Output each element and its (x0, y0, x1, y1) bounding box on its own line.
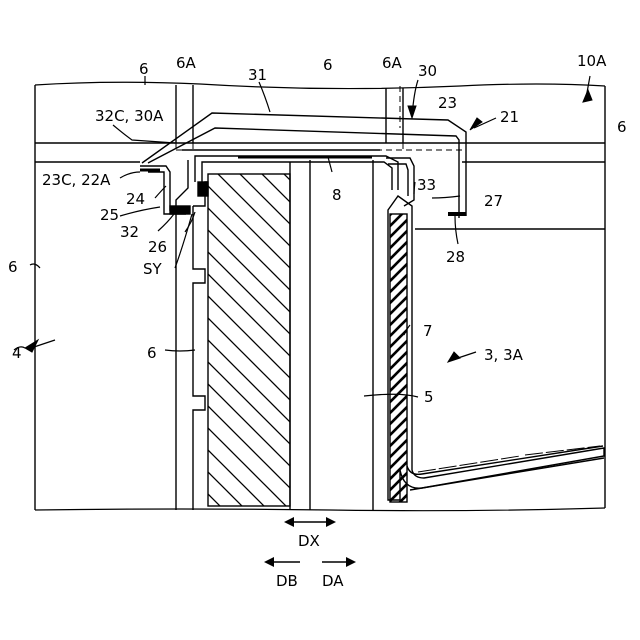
dashed-hidden-lines (176, 86, 462, 150)
label-5: 5 (424, 388, 434, 406)
label-32: 32 (120, 223, 139, 241)
label-6A-right: 6A (382, 54, 403, 72)
label-8: 8 (332, 186, 342, 204)
label-31: 31 (248, 66, 267, 84)
fastener-left (140, 166, 208, 214)
label-DX: DX (298, 532, 320, 550)
label-DB: DB (276, 572, 298, 590)
label-24: 24 (126, 190, 145, 208)
label-30: 30 (418, 62, 437, 80)
label-4: 4 (12, 344, 22, 362)
label-26: 26 (148, 238, 167, 256)
label-6-mid: 6 (147, 344, 157, 362)
label-32C-30A: 32C, 30A (95, 107, 164, 125)
label-SY: SY (143, 260, 163, 278)
column-5 (290, 160, 373, 510)
label-6-right: 6 (617, 118, 627, 136)
label-6A-left: 6A (176, 54, 197, 72)
label-6-left: 6 (8, 258, 18, 276)
tray-bottom-inner (418, 446, 600, 472)
label-10A: 10A (577, 52, 607, 70)
wall-outline (35, 82, 605, 510)
label-7: 7 (423, 322, 433, 340)
label-23C-22A: 23C, 22A (42, 171, 111, 189)
label-33: 33 (417, 176, 436, 194)
label-3-3A: 3, 3A (484, 346, 524, 364)
label-23: 23 (438, 94, 457, 112)
label-21: 21 (500, 108, 519, 126)
label-DA: DA (322, 572, 344, 590)
cover-31 (142, 113, 466, 218)
hatched-panel-6 (208, 174, 290, 506)
label-25: 25 (100, 206, 119, 224)
label-28: 28 (446, 248, 465, 266)
label-6-top-mid: 6 (323, 56, 333, 74)
member-7-hatch (390, 214, 407, 502)
label-27: 27 (484, 192, 503, 210)
label-6-top-left: 6 (139, 60, 149, 78)
